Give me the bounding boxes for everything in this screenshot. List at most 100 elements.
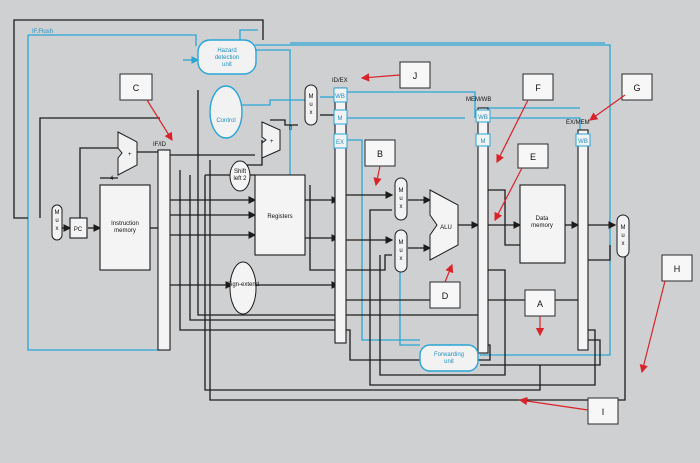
datapath-wiring — [13, 19, 626, 401]
svg-text:u: u — [55, 218, 58, 224]
sign-extend-label: Sign-extend — [227, 282, 259, 288]
pc-label: PC — [74, 227, 83, 233]
callout-labels: C J B F G E D A H I — [119, 61, 693, 425]
branch-mux-wire — [270, 119, 298, 126]
pc-mux: M u x — [51, 204, 63, 241]
arrow-f — [496, 99, 529, 164]
alu-mux-b: M u x — [394, 229, 408, 273]
arrow-g — [589, 94, 626, 121]
arrow-c — [146, 99, 173, 142]
mem-wb-register: WB M MEM/WB — [466, 97, 491, 354]
ifid-vert-wire-2 — [189, 175, 340, 321]
alu: ALU — [429, 189, 459, 261]
regs-to-fwd — [345, 329, 420, 361]
mem-wb-label: MEM/WB — [466, 97, 491, 103]
callout-b: B — [377, 149, 383, 159]
zero-label: 0 — [289, 126, 293, 132]
control-to-mux-wire — [240, 99, 305, 106]
id-ex-register: WB M EX ID/EX — [332, 78, 348, 344]
control-wiring — [27, 29, 611, 356]
callout-h: H — [674, 264, 681, 274]
svg-text:x: x — [310, 110, 313, 116]
forward-loop-2 — [369, 209, 596, 386]
flush-to-ifid-wire — [27, 35, 160, 351]
id-ex-wb-label: WB — [335, 94, 345, 100]
pc-adder: + 4 — [110, 131, 138, 182]
id-ex-label: ID/EX — [332, 78, 348, 84]
arrow-d — [444, 263, 454, 283]
svg-text:M: M — [309, 94, 314, 100]
ifid-vert-wire — [179, 170, 340, 331]
if-flush-label: IF.Flush — [32, 29, 53, 35]
callout-a: A — [537, 299, 543, 309]
ex-mem-label: EX/MEM — [566, 120, 590, 126]
mem-wb-wb-label: WB — [478, 115, 488, 121]
arrow-e — [494, 167, 523, 222]
imm-to-muxb — [346, 254, 392, 271]
sign-extend-unit: Sign-extend — [227, 261, 259, 315]
svg-text:M: M — [399, 188, 404, 194]
callout-f: F — [535, 83, 541, 93]
svg-text:x: x — [400, 256, 403, 262]
arrow-j — [360, 73, 401, 82]
arrow-h — [639, 280, 666, 374]
arrow-i — [518, 396, 589, 411]
callout-e: E — [530, 152, 536, 162]
if-flush-wire — [28, 34, 197, 46]
callout-d: D — [442, 291, 449, 301]
mem-wb-m-label: M — [481, 139, 486, 145]
control-mux: M u x 0 — [289, 84, 318, 132]
four-label: 4 — [110, 176, 114, 182]
svg-text:+: + — [270, 139, 274, 145]
svg-text:x: x — [622, 241, 625, 247]
alu-mux-a: M u x — [394, 177, 408, 221]
imm-to-alu — [346, 285, 441, 301]
callout-j: J — [413, 71, 418, 81]
pc-register: PC — [69, 217, 88, 239]
callout-arrows — [146, 73, 666, 411]
hazard-wire-down — [255, 49, 291, 175]
svg-text:u: u — [399, 196, 402, 202]
svg-text:M: M — [55, 210, 60, 216]
ex-mem-wb-label: WB — [578, 139, 588, 145]
mux-fwd-wire — [399, 265, 420, 346]
wb-wire — [346, 91, 476, 118]
writeback-bottom-wire — [209, 160, 626, 401]
svg-text:+: + — [128, 152, 132, 158]
svg-text:u: u — [621, 233, 624, 239]
register-file: Registers — [254, 174, 306, 256]
alu-label: ALU — [440, 225, 452, 231]
branch-adder: + — [261, 121, 281, 159]
fwd-loop-wire — [255, 44, 611, 356]
control-unit: Control — [209, 85, 243, 139]
top-black-loop — [13, 19, 264, 219]
bottom-loop-wire — [204, 175, 541, 391]
svg-text:M: M — [399, 240, 404, 246]
memwb-alt — [588, 245, 611, 261]
id-ex-m-label: M — [338, 116, 343, 122]
fwd-memwb-wire — [480, 339, 601, 366]
svg-text:u: u — [399, 248, 402, 254]
svg-text:u: u — [309, 102, 312, 108]
callout-g: G — [633, 83, 640, 93]
callout-c: C — [133, 83, 140, 93]
id-ex-ex-label: EX — [336, 140, 344, 146]
callout-i: I — [602, 407, 605, 417]
hazard-vert-wire — [197, 90, 340, 316]
ex-mem-register: WB EX/MEM — [566, 120, 591, 351]
registers-label: Registers — [267, 214, 292, 220]
svg-text:x: x — [56, 226, 59, 232]
exmem-addr — [488, 189, 520, 246]
writeback-mux: M u x — [616, 214, 630, 258]
